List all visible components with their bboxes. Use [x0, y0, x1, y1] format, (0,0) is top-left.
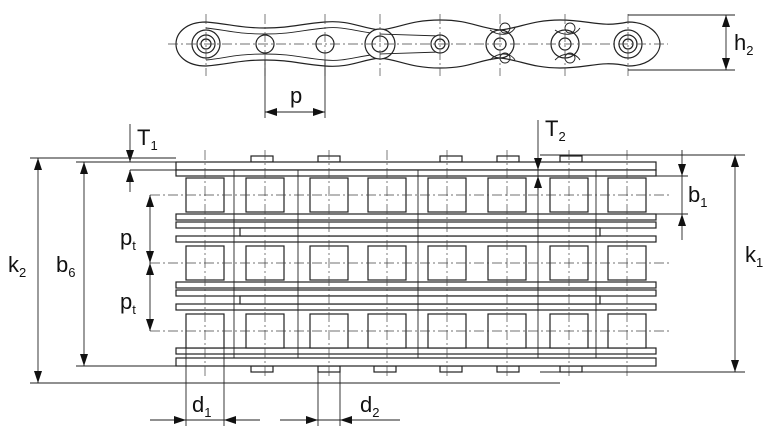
label-T2: T2 [545, 116, 566, 144]
dimension-k2: k2 [8, 157, 560, 384]
label-pt-lower: pt [120, 289, 136, 317]
label-d2: d2 [360, 392, 379, 420]
label-T1: T1 [137, 125, 158, 153]
dimension-T2: T2 [534, 116, 566, 190]
dimension-p: p [264, 60, 326, 118]
dimension-d2: d2 [280, 366, 400, 426]
dimension-b6: b6 [56, 161, 176, 367]
label-pt-upper: pt [120, 225, 136, 253]
label-h2: h2 [734, 30, 753, 58]
label-b1: b1 [688, 182, 707, 210]
label-p: p [290, 83, 302, 108]
label-k2: k2 [8, 252, 26, 280]
chain-top-view [150, 150, 670, 378]
label-d1: d1 [192, 392, 211, 420]
dimension-pt: pt pt [120, 195, 154, 331]
dimension-b1: b1 [656, 150, 707, 240]
dimension-k1: k1 [540, 154, 763, 373]
dimension-h2: h2 [628, 14, 753, 71]
dimension-d1: d1 [150, 348, 260, 426]
chain-side-view [168, 14, 668, 76]
label-k1: k1 [745, 242, 763, 270]
label-b6: b6 [56, 252, 75, 280]
